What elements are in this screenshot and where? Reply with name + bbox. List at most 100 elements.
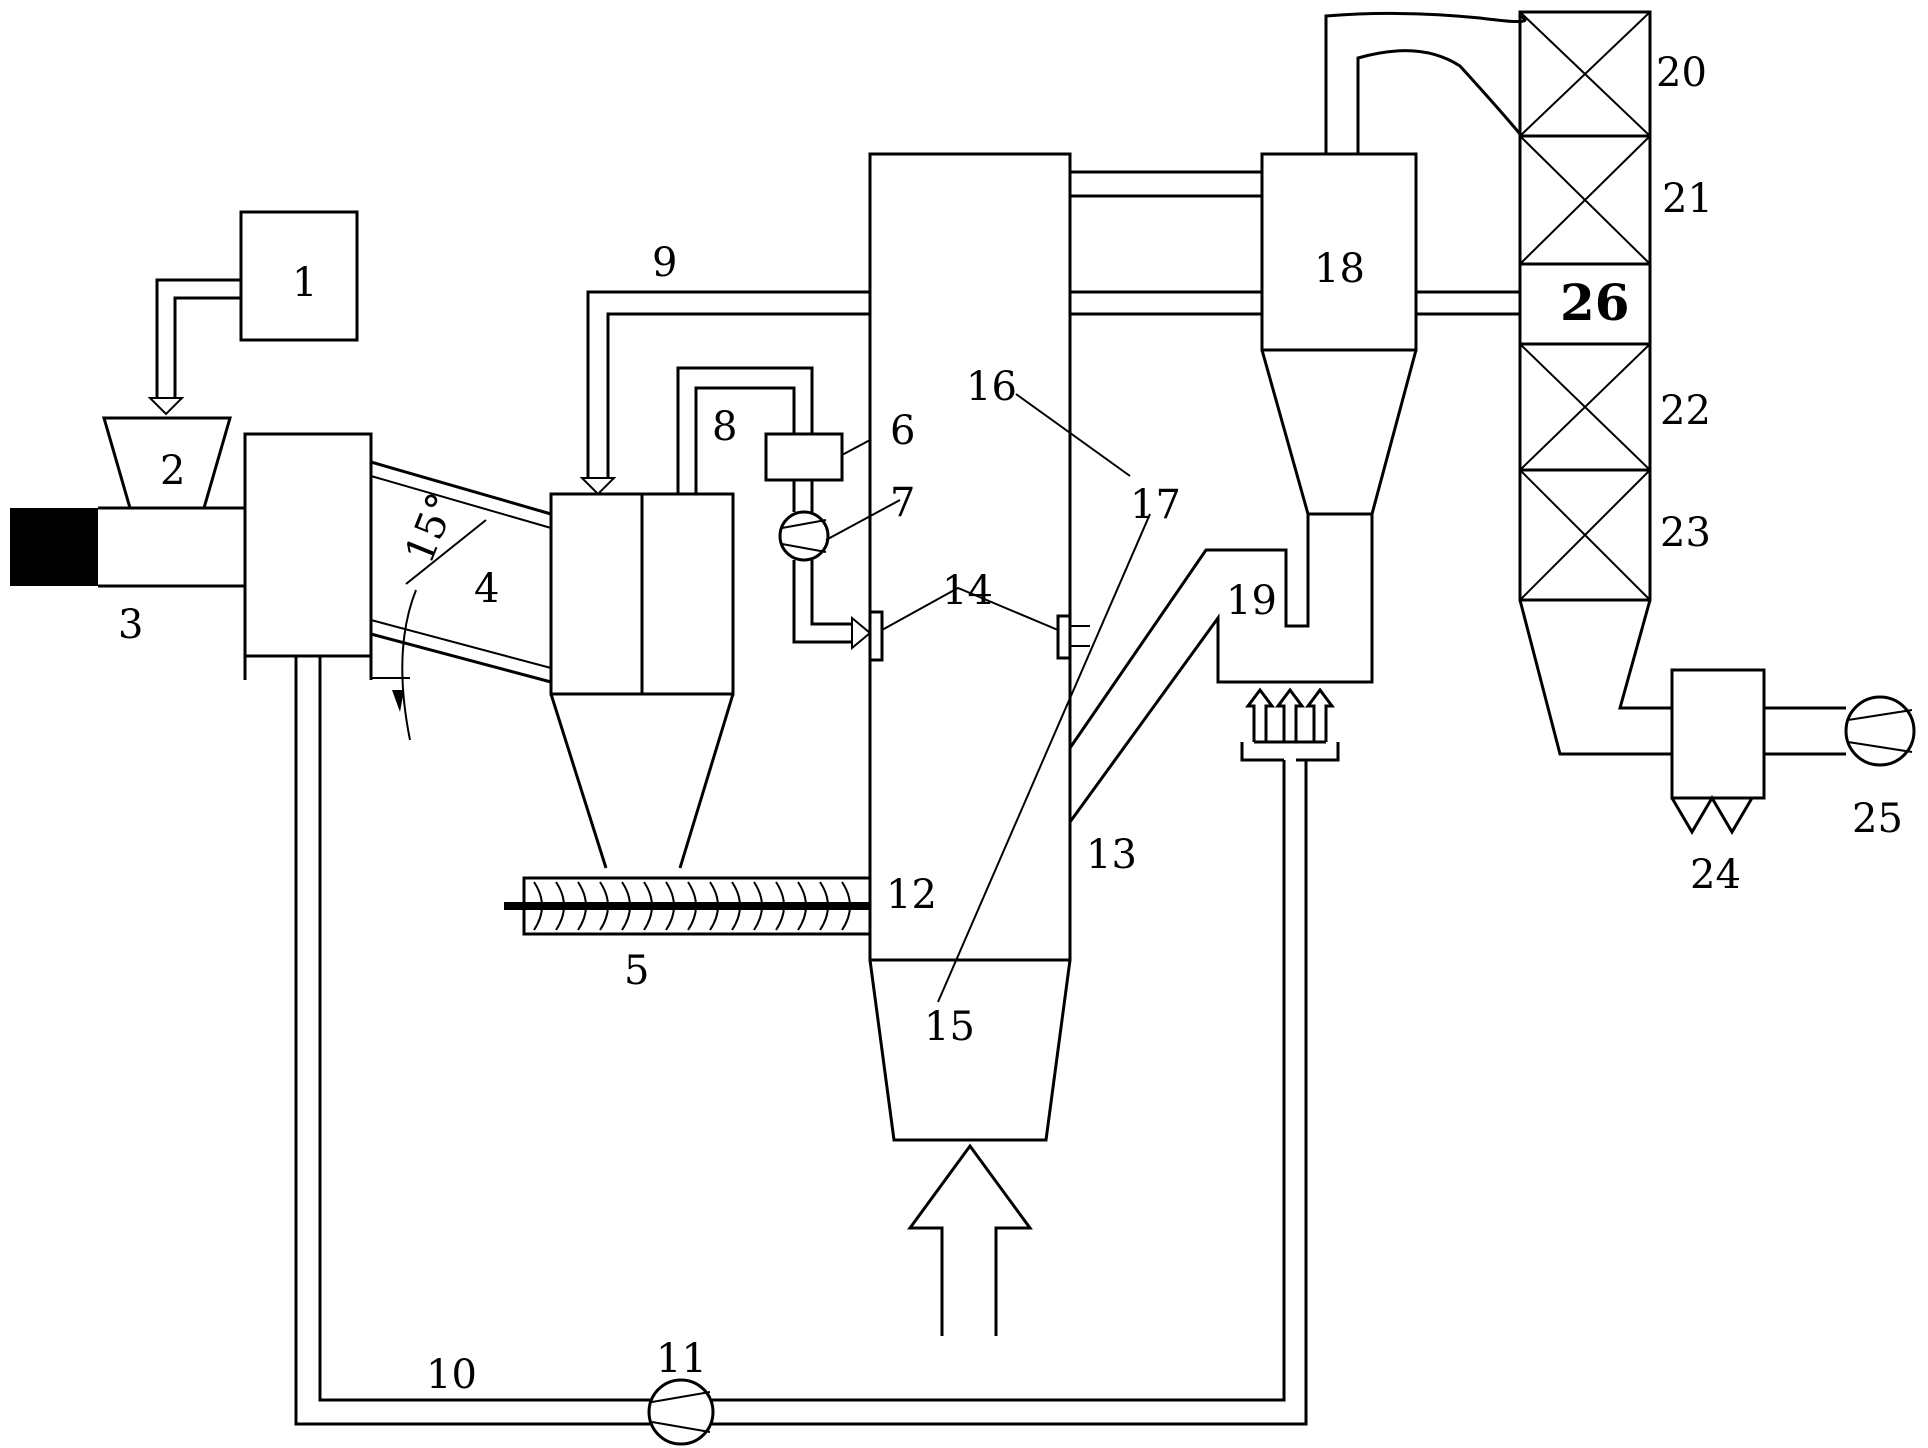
nozzle-14-right-stub (1070, 625, 1090, 647)
pump-7-vanes (781, 519, 827, 553)
nozzle-14-right (1056, 614, 1072, 660)
rotary-tube-4-bottom-inner (370, 619, 552, 669)
pipe-24-to-25 (1764, 706, 1846, 756)
pipe-7-to-14 (792, 560, 852, 644)
leader-7 (825, 499, 901, 541)
loop-seal-19-right (1068, 514, 1374, 823)
leader-14 (881, 586, 1059, 631)
loop-seal-19-left (1068, 514, 1310, 749)
screw-flights (533, 881, 851, 931)
screw-flight (577, 881, 587, 931)
label-25: 25 (1852, 796, 1903, 842)
component-1-box (239, 210, 359, 342)
label-22: 22 (1660, 388, 1711, 434)
fan-25 (1844, 695, 1916, 767)
screw-flight (599, 881, 609, 931)
screw-flight (555, 881, 565, 931)
label-16: 16 (966, 364, 1017, 410)
feeder-motor-block (10, 508, 98, 586)
cyclone-18-cone (1260, 349, 1418, 516)
label-7: 7 (890, 480, 915, 526)
nozzle-14-left (868, 610, 884, 662)
screw-flight (687, 881, 697, 931)
feed-pipe-outer (155, 278, 241, 398)
label-17: 17 (1130, 482, 1181, 528)
collector-24 (1670, 668, 1766, 800)
label-4: 4 (474, 566, 499, 612)
loop-seal-air-1 (1245, 687, 1275, 742)
pipe-10-outer-left (294, 656, 650, 1426)
loop-seal-air-2 (1275, 687, 1305, 742)
screw-flight (841, 881, 851, 931)
label-9: 9 (652, 240, 677, 286)
screw-flight (797, 881, 807, 931)
screw-flight (775, 881, 785, 931)
feeder-tube-3 (98, 506, 245, 588)
label-14: 14 (942, 568, 993, 614)
loop-seal-air-manifold (1240, 742, 1340, 762)
label-20: 20 (1656, 50, 1707, 96)
pipe-6-to-7 (792, 480, 814, 512)
pipe-7-arrow (851, 615, 872, 651)
pump-11-vanes (651, 1391, 711, 1433)
screw-flight (533, 881, 543, 931)
tower-frame (1518, 10, 1652, 602)
pipe-9-inner (606, 312, 870, 478)
flue-pipe-inner (1356, 49, 1522, 154)
screw-flight (621, 881, 631, 931)
bottom-inlet-arrow (907, 1143, 1033, 1336)
label-5: 5 (624, 948, 649, 994)
pipe-10-outer-right (712, 760, 1308, 1426)
screw-flight (709, 881, 719, 931)
separator-cone (549, 693, 735, 869)
angle-indicator-line (405, 519, 487, 585)
pump-7 (778, 510, 830, 562)
component-6-box (764, 432, 844, 482)
label-23: 23 (1660, 510, 1711, 556)
label-21: 21 (1662, 176, 1713, 222)
label-15: 15 (924, 1004, 975, 1050)
reactor-column (868, 152, 1072, 962)
label-3: 3 (118, 602, 143, 648)
rotary-tube-4-bottom (370, 632, 552, 684)
screw-flight (665, 881, 675, 931)
screw-flight (753, 881, 763, 931)
leader-6 (841, 439, 871, 456)
pipe-8-inner (694, 386, 796, 494)
rotary-tube-4-top-inner (370, 475, 552, 529)
loop-seal-air-3 (1305, 687, 1335, 742)
pipe-reactor-to-18-top (1070, 170, 1262, 198)
collector-24-hoppers (1670, 795, 1754, 835)
pipe-9-outer (586, 290, 870, 478)
feed-pipe-inner (173, 296, 241, 398)
pipe-9-arrow (579, 477, 617, 496)
label-2: 2 (160, 448, 185, 494)
feed-arrow (147, 397, 185, 416)
label-8: 8 (712, 404, 737, 450)
label-10: 10 (426, 1352, 477, 1398)
leader-16 (1015, 393, 1131, 477)
label-19: 19 (1226, 578, 1277, 624)
tower-section-22-cross (1519, 343, 1651, 471)
tower-section-20-cross (1519, 11, 1651, 137)
pipe-10-inner-left (318, 656, 650, 1402)
angle-arrow-head (392, 690, 404, 712)
pipe-10-inner-right (712, 760, 1286, 1402)
label-18: 18 (1314, 246, 1365, 292)
tower-section-21-cross (1519, 135, 1651, 265)
pipe-8-outer (676, 366, 814, 494)
pipe-18-to-26 (1416, 290, 1520, 316)
screw-flight (731, 881, 741, 931)
angle-arc (401, 589, 417, 741)
label-6: 6 (890, 408, 915, 454)
flue-pipe-outer (1324, 11, 1527, 154)
label-26: 26 (1560, 273, 1630, 332)
tower-bottom-cone (1518, 599, 1672, 756)
label-angle: 15° (397, 487, 466, 570)
label-1: 1 (292, 260, 317, 306)
tower-section-23-cross (1519, 469, 1651, 601)
kiln-head-box (243, 432, 373, 658)
screw-flight (643, 881, 653, 931)
fan-25-vanes (1847, 709, 1913, 753)
